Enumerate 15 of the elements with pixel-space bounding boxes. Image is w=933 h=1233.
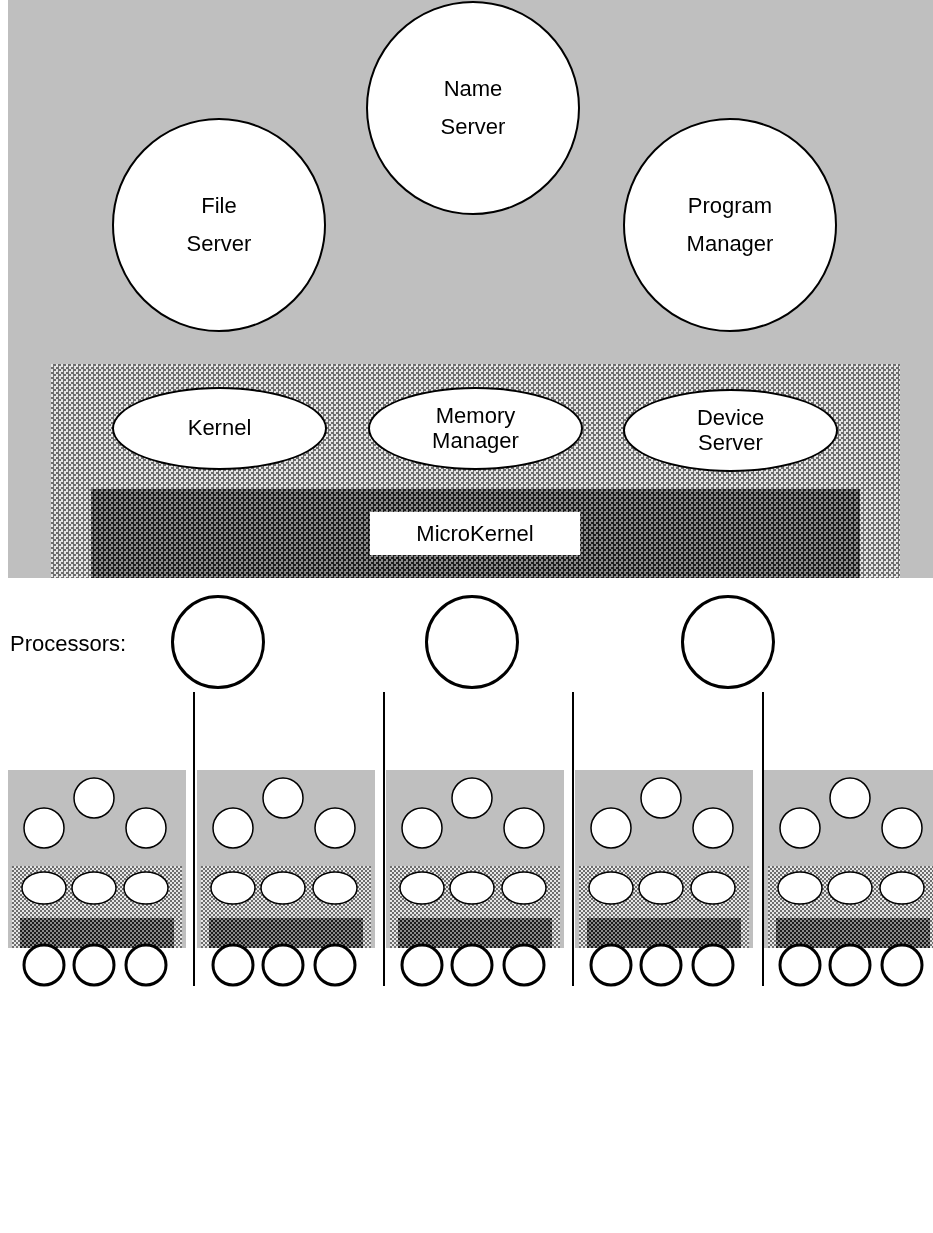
service-ellipse [112, 387, 327, 470]
node-label: Program Manager [685, 191, 775, 258]
service-ellipse [623, 389, 838, 472]
diagram-label: Processors: [10, 630, 127, 658]
node-label: MicroKernel [416, 520, 534, 548]
service-ellipse [368, 387, 583, 470]
node-label: Name Server [439, 74, 507, 141]
kernel-band [51, 364, 900, 578]
microkernel-box [370, 512, 580, 555]
node-label: File Server [185, 191, 253, 258]
server-panel [8, 0, 933, 578]
node-label: Device Server [695, 406, 766, 455]
node-label: Kernel [186, 416, 253, 441]
microkernel-band [91, 489, 860, 578]
node-label: Memory Manager [431, 404, 520, 453]
